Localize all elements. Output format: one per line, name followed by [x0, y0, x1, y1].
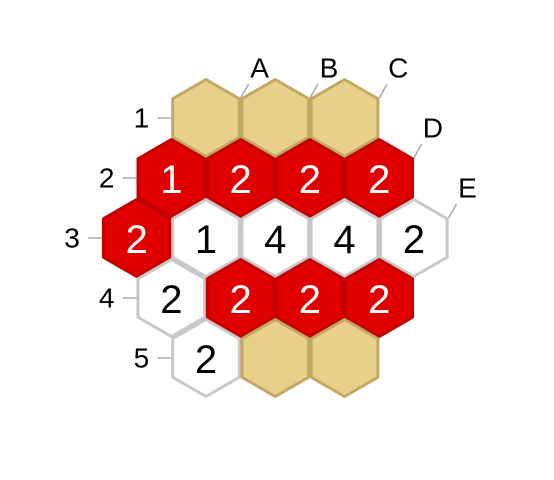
hex-cell-b3[interactable]: 1: [171, 198, 241, 278]
hex-cell-d3[interactable]: 4: [309, 198, 380, 278]
hex-shape: [309, 318, 380, 398]
hex-shape: [205, 138, 276, 218]
hex-cell-e4[interactable]: 2: [344, 258, 415, 338]
hex-cell-b1[interactable]: [240, 78, 311, 158]
hex-cell-d4[interactable]: 2: [275, 258, 345, 338]
hex-cell-a3[interactable]: 2: [101, 198, 172, 278]
column-leader-line: [239, 83, 250, 99]
hex-number: 1: [160, 158, 182, 202]
column-label-a: A: [250, 53, 269, 84]
hex-cell-c2[interactable]: 2: [275, 138, 345, 218]
hex-cell-c4[interactable]: 2: [205, 258, 276, 338]
hex-number: 2: [195, 338, 217, 382]
hex-number: 2: [230, 278, 252, 322]
column-label-c: C: [388, 53, 408, 84]
hex-number: 1: [195, 218, 217, 262]
hex-shape: [240, 198, 311, 278]
hex-number: 2: [160, 278, 182, 322]
hex-number: 2: [299, 278, 321, 322]
hex-shape: [344, 258, 415, 338]
hex-shape: [275, 258, 345, 338]
hex-number: 4: [333, 218, 355, 262]
column-leader-line: [413, 143, 423, 159]
hex-shape: [205, 258, 276, 338]
hex-cell-d5[interactable]: [240, 318, 311, 398]
hex-number: 2: [299, 158, 321, 202]
hex-cell-b2[interactable]: 2: [205, 138, 276, 218]
hex-shape: [171, 198, 241, 278]
column-label-d: D: [423, 113, 443, 144]
hex-shape: [379, 198, 449, 278]
hex-number: 2: [403, 218, 425, 262]
hex-cell-c5[interactable]: 2: [171, 318, 241, 398]
row-label-2: 2: [99, 163, 115, 194]
column-leader-line: [309, 83, 319, 99]
hex-shape: [171, 318, 241, 398]
hex-shape: [136, 258, 207, 338]
column-leader-line: [447, 203, 458, 219]
row-label-1: 1: [134, 103, 150, 134]
hex-shape: [309, 78, 380, 158]
hex-shape: [240, 318, 311, 398]
row-label-5: 5: [134, 343, 150, 374]
hex-cell-a2[interactable]: 1: [136, 138, 207, 218]
hex-shape: [171, 78, 241, 158]
hex-cell-e5[interactable]: [309, 318, 380, 398]
column-leader-line: [378, 83, 388, 99]
hex-number: 2: [368, 278, 390, 322]
hex-number: 2: [230, 158, 252, 202]
hex-cell-a1[interactable]: [171, 78, 241, 158]
hex-cell-d2[interactable]: 2: [344, 138, 415, 218]
hex-shape: [101, 198, 172, 278]
column-label-e: E: [458, 173, 477, 204]
hex-shape: [344, 138, 415, 218]
hex-shape: [136, 138, 207, 218]
hex-shape: [240, 78, 311, 158]
hex-cell-c3[interactable]: 4: [240, 198, 311, 278]
hex-shape: [275, 138, 345, 218]
hex-shape: [309, 198, 380, 278]
hex-cell-b4[interactable]: 2: [136, 258, 207, 338]
hex-cell-c1[interactable]: [309, 78, 380, 158]
column-label-b: B: [320, 53, 339, 84]
hex-number: 4: [264, 218, 286, 262]
hex-number: 2: [126, 218, 148, 262]
hex-number: 2: [368, 158, 390, 202]
row-label-3: 3: [64, 223, 80, 254]
hex-cell-e3[interactable]: 2: [379, 198, 449, 278]
row-label-4: 4: [99, 283, 115, 314]
